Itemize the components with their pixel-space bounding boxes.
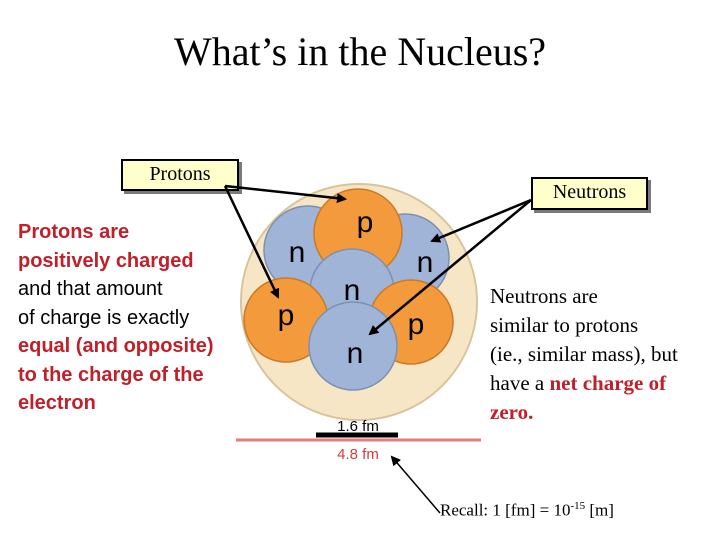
neutrons-desc-line-2: similar to protons bbox=[490, 313, 639, 337]
recall-exponent: -15 bbox=[570, 500, 586, 512]
scale-large-label: 4.8 fm bbox=[337, 446, 379, 463]
neutron-center-letter: n bbox=[344, 274, 361, 307]
arrow-to-proton-top bbox=[224, 184, 347, 204]
scale-small-label: 1.6 fm bbox=[337, 418, 379, 435]
recall-suffix: [m] bbox=[585, 500, 614, 520]
arrow-to-neutron-right bbox=[430, 198, 532, 243]
protons-description: Protons are positively charged and that … bbox=[18, 218, 248, 418]
protons-desc-line-3: and that amount bbox=[18, 278, 163, 300]
protons-label: Protons bbox=[121, 159, 239, 191]
protons-desc-line-5: equal (and opposite) bbox=[18, 335, 214, 357]
protons-desc-line-2: positively charged bbox=[18, 249, 194, 272]
proton-left-letter: p bbox=[278, 299, 295, 332]
neutrons-label: Neutrons bbox=[531, 177, 648, 210]
neutron-bottom-letter: n bbox=[347, 337, 364, 370]
proton-top-letter: p bbox=[357, 206, 374, 239]
neutrons-desc-line-3: (ie., similar mass), but bbox=[490, 342, 678, 366]
neutrons-desc-line-4-plain: have a bbox=[490, 371, 550, 395]
neutron-bottom bbox=[308, 301, 398, 391]
protons-desc-line-4: of charge is exactly bbox=[18, 306, 190, 329]
neutron-top-left-letter: n bbox=[289, 236, 306, 269]
page-title: What’s in the Nucleus? bbox=[173, 29, 547, 74]
protons-desc-line-7: electron bbox=[18, 392, 96, 414]
protons-label-text: Protons bbox=[149, 163, 211, 185]
arrow-to-proton-left bbox=[223, 185, 280, 299]
arrow-to-neutron-center bbox=[368, 199, 532, 336]
arrow-to-scale-label bbox=[390, 455, 441, 514]
proton-right-letter: p bbox=[408, 308, 425, 341]
protons-desc-line-6: to the charge of the bbox=[18, 363, 204, 386]
neutrons-description: Neutrons are similar to protons (ie., si… bbox=[490, 282, 715, 427]
neutrons-desc-line-5: zero. bbox=[490, 400, 534, 424]
neutrons-desc-line-4-highlight: net charge of bbox=[549, 371, 667, 395]
recall-note: Recall: 1 [fm] = 10-15 [m] bbox=[440, 500, 614, 521]
neutrons-desc-line-4: have a net charge of bbox=[490, 369, 715, 398]
neutron-top-right-letter: n bbox=[417, 246, 434, 279]
neutrons-label-text: Neutrons bbox=[552, 181, 627, 203]
protons-desc-line-1: Protons are bbox=[18, 221, 130, 243]
neutrons-desc-line-1: Neutrons are bbox=[490, 284, 598, 308]
recall-prefix: Recall: 1 [fm] = 10 bbox=[440, 500, 571, 520]
